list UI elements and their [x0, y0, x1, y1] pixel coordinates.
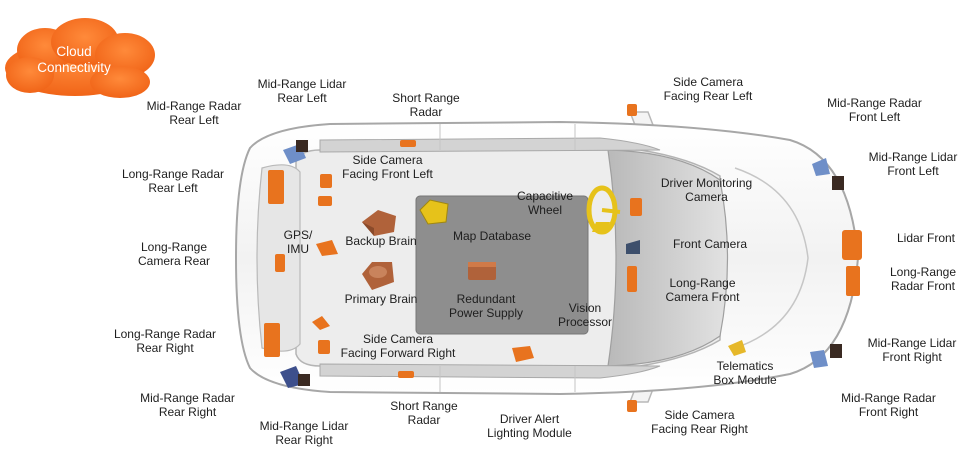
mid-range-radar-front-right-sensor [810, 350, 828, 368]
long-range-radar-rear-right-sensor [264, 323, 280, 357]
label-side-camera-facing-rear-right: Side Camera Facing Rear Right [651, 408, 748, 436]
label-capacitive-wheel: Capacitive Wheel [516, 189, 574, 217]
label-mid-range-lidar-rear-left: Mid-Range Lidar Rear Left [257, 77, 347, 105]
mid-range-lidar-front-left-sensor [832, 176, 844, 190]
side-camera-front-left-sensor [320, 174, 332, 188]
label-driver-monitoring-camera: Driver Monitoring Camera [660, 176, 753, 204]
mid-range-lidar-front-right-sensor [830, 344, 842, 358]
label-side-camera-facing-forward-right: Side Camera Facing Forward Right [340, 332, 456, 360]
capacitive-wheel-device [586, 185, 621, 235]
side-camera-rear-right-sensor [627, 400, 637, 412]
side-camera-forward-right-sensor [318, 340, 330, 354]
long-range-radar-front-sensor [846, 266, 860, 296]
short-range-radar-bottom-sensor [398, 371, 414, 378]
label-front-camera: Front Camera [672, 237, 748, 251]
side-camera-rear-left-sensor [627, 104, 637, 116]
label-mid-range-radar-rear-left: Mid-Range Radar Rear Left [146, 99, 242, 127]
side-camera-forward-right-unit [312, 316, 330, 330]
label-side-camera-facing-rear-left: Side Camera Facing Rear Left [663, 75, 753, 103]
label-long-range-radar-rear-right: Long-Range Radar Rear Right [113, 327, 217, 355]
short-range-radar-top-sensor [400, 140, 416, 147]
long-range-camera-rear-sensor [275, 254, 285, 272]
label-redundant-power-supply: Redundant Power Supply [448, 292, 524, 320]
compute-panel [415, 195, 589, 335]
label-side-camera-facing-front-left: Side Camera Facing Front Left [342, 153, 433, 181]
front-camera-sensor [626, 240, 640, 254]
label-map-database: Map Database [452, 229, 532, 243]
mid-range-lidar-rear-right-sensor [298, 374, 310, 386]
label-mid-range-lidar-front-right: Mid-Range Lidar Front Right [867, 336, 957, 364]
mid-range-radar-front-left-sensor [812, 158, 830, 176]
primary-brain-device [362, 262, 394, 290]
label-gps-imu: GPS/ IMU [283, 228, 313, 256]
label-mid-range-radar-front-left: Mid-Range Radar Front Left [827, 96, 922, 124]
label-primary-brain: Primary Brain [344, 292, 418, 306]
label-long-range-radar-rear-left: Long-Range Radar Rear Left [121, 167, 225, 195]
backup-brain-device [362, 210, 396, 236]
lidar-front-sensor [842, 230, 862, 260]
long-range-camera-front-sensor [627, 266, 637, 292]
cloud-connectivity-label: Cloud Connectivity [37, 44, 111, 75]
label-long-range-radar-front: Long-Range Radar Front [889, 265, 957, 293]
redundant-power-supply-device [468, 262, 496, 280]
label-long-range-camera-rear: Long-Range Camera Rear [137, 240, 211, 268]
telematics-box-module-device [728, 340, 746, 356]
label-short-range-radar-bottom: Short Range Radar [390, 399, 458, 427]
label-mid-range-radar-front-right: Mid-Range Radar Front Right [841, 391, 936, 419]
gps-imu-device [316, 240, 338, 256]
label-backup-brain: Backup Brain [345, 234, 417, 248]
label-short-range-radar-top: Short Range Radar [392, 91, 460, 119]
label-driver-alert-lighting-module: Driver Alert Lighting Module [487, 412, 572, 440]
cloud-icon [5, 18, 155, 98]
long-range-radar-rear-left-sensor [268, 170, 284, 204]
driver-monitoring-camera-sensor [630, 198, 642, 216]
label-mid-range-radar-rear-right: Mid-Range Radar Rear Right [140, 391, 235, 419]
label-lidar-front: Lidar Front [896, 231, 956, 245]
label-mid-range-lidar-front-left: Mid-Range Lidar Front Left [868, 150, 958, 178]
label-vision-processor: Vision Processor [557, 301, 613, 329]
label-telematics-box-module: Telematics Box Module [713, 359, 777, 387]
side-camera-front-left-unit [318, 196, 332, 206]
map-database-device [419, 199, 449, 225]
mid-range-lidar-rear-left-sensor [296, 140, 308, 152]
label-long-range-camera-front: Long-Range Camera Front [665, 276, 740, 304]
driver-alert-lighting-module-device [512, 346, 534, 362]
label-mid-range-lidar-rear-right: Mid-Range Lidar Rear Right [259, 419, 349, 447]
